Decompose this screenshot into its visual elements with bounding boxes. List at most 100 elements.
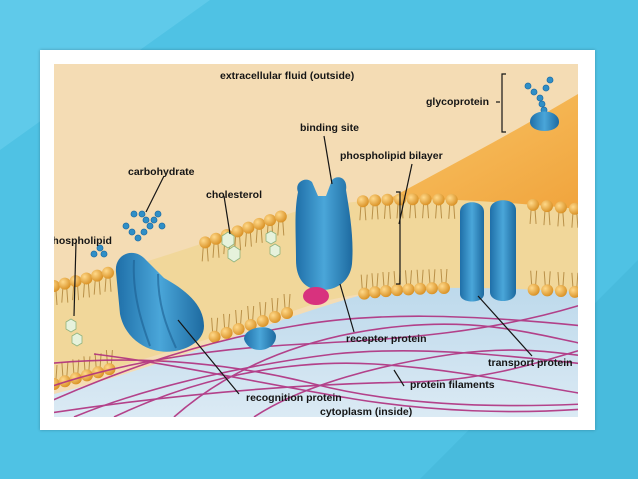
phospholipid-head — [406, 193, 419, 206]
phospholipid-head — [369, 194, 382, 207]
phospholipid-head — [425, 282, 438, 295]
label-extracellular-fluid: extracellular fluid (outside) — [220, 70, 354, 82]
phospholipid-head — [253, 217, 266, 230]
phospholipid-head — [256, 315, 269, 328]
glycoprotein — [530, 111, 559, 131]
phospholipid-head — [80, 272, 93, 285]
leader-lines — [73, 73, 533, 395]
lipid-tail — [383, 204, 391, 219]
lipid-tail — [55, 364, 58, 380]
phospholipid-head — [208, 330, 221, 343]
cell-membrane-diagram: extracellular fluid (outside) glycoprote… — [54, 64, 578, 417]
phospholipid-head — [568, 202, 578, 215]
label-phospholipid-bilayer: phospholipid bilayer — [340, 150, 443, 162]
phospholipid-head — [210, 232, 222, 245]
lipid-tail — [83, 356, 91, 371]
phospholipid-head — [231, 225, 244, 238]
phospholipid-head — [554, 201, 567, 214]
phospholipid-head — [432, 193, 445, 206]
lipid-tail — [93, 280, 101, 295]
phospholipid-head — [568, 285, 578, 298]
lipid-tail — [543, 271, 551, 286]
phospholipid-head — [274, 210, 287, 223]
phospholipid-head — [54, 280, 60, 292]
phospholipid-head — [527, 198, 540, 211]
lipid-tail — [201, 247, 209, 262]
label-protein-filaments: protein filaments — [410, 379, 495, 391]
phospholipid-heads-inner — [54, 282, 578, 390]
phospholipid-head — [232, 322, 245, 335]
phospholipid-head — [242, 221, 255, 234]
lipid-tail — [104, 277, 112, 292]
phospholipid-head — [437, 282, 450, 295]
phospholipid-head — [414, 282, 427, 295]
lipid-tail — [61, 362, 69, 377]
lipid-tail — [529, 209, 537, 224]
lipid-tail — [371, 205, 379, 220]
lipid-tail — [359, 206, 367, 221]
phospholipid-head — [220, 326, 233, 339]
lipid-tail — [72, 286, 80, 301]
phospholipid-head — [541, 284, 554, 297]
lipid-tail — [409, 204, 417, 219]
recognition-protein-shape — [115, 252, 204, 352]
lipid-tail — [448, 204, 456, 219]
lipid-tail — [571, 213, 578, 228]
lipid-tail — [247, 305, 255, 321]
lipid-tail — [211, 317, 219, 332]
phospholipid-head — [264, 214, 276, 227]
lipid-tail — [244, 232, 252, 247]
lipid-tail — [404, 270, 412, 285]
label-recognition-protein: recognition protein — [246, 392, 342, 404]
lipid-tail — [235, 309, 243, 325]
lipid-tail — [428, 269, 436, 284]
phospholipid-head — [527, 283, 540, 296]
phospholipid-head — [268, 311, 281, 324]
lipid-tail — [371, 273, 379, 288]
phospholipid-head — [199, 236, 212, 249]
phospholipid-head — [554, 285, 567, 298]
phospholipid-head — [391, 284, 404, 297]
phospholipid-head — [102, 266, 114, 279]
phospholipid-head — [419, 193, 432, 206]
phospholipid-head — [91, 269, 104, 282]
lipid-tail — [55, 290, 58, 306]
lipid-tail — [557, 212, 565, 227]
cytoplasm-region — [54, 264, 578, 417]
transport-protein-shape — [460, 200, 516, 302]
cell-surface — [344, 94, 578, 224]
label-binding-site: binding site — [300, 122, 359, 134]
label-cytoplasm: cytoplasm (inside) — [320, 406, 412, 417]
phospholipid-head — [381, 193, 394, 206]
cholesterol-molecules — [65, 230, 281, 347]
lipid-tail — [259, 301, 267, 317]
lipid-tail — [382, 272, 390, 287]
lipid-tail — [255, 228, 263, 243]
lipid-tail — [61, 288, 69, 303]
phospholipid-heads-outer — [54, 193, 578, 292]
lipid-tail — [543, 211, 551, 226]
phospholipid-head — [244, 319, 257, 332]
lipid-tail — [530, 270, 538, 285]
lipid-tail — [271, 297, 279, 313]
lipid-tail — [416, 269, 424, 284]
carbohydrate-chain — [90, 210, 166, 258]
phospholipid-head — [402, 283, 415, 296]
protein-filaments — [54, 304, 578, 417]
lipid-tail — [212, 243, 220, 258]
receptor-protein-shape — [295, 177, 353, 290]
lipid-tail — [82, 283, 90, 298]
phospholipid-head — [356, 195, 369, 208]
lipid-tail — [557, 272, 565, 287]
phospholipid-head — [281, 306, 294, 319]
lipid-tail — [435, 204, 443, 219]
label-transport-protein: transport protein — [488, 357, 573, 369]
phospholipid-head — [69, 275, 82, 288]
phospholipid-head — [368, 286, 381, 299]
phospholipid-head — [540, 200, 553, 213]
label-receptor-protein: receptor protein — [346, 333, 427, 345]
lipid-tail — [277, 221, 285, 236]
lipid-tail — [422, 204, 430, 219]
label-cholesterol: cholesterol — [206, 189, 262, 201]
phospholipid-head — [358, 287, 371, 300]
